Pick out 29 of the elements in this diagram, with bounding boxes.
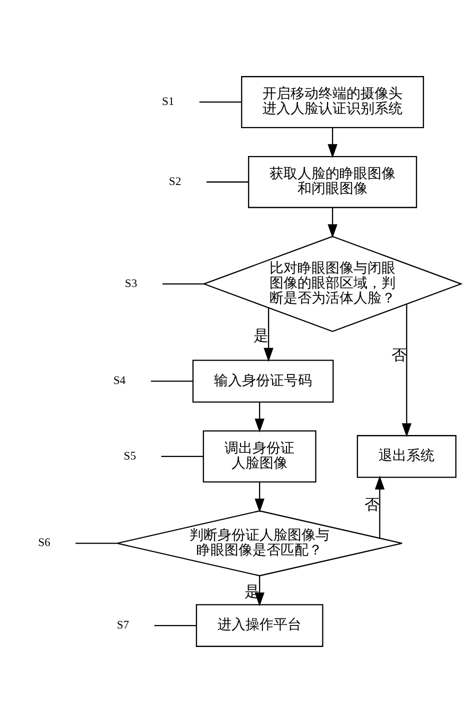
- connector: [76, 542, 117, 544]
- node-text: S5: [124, 448, 136, 462]
- node-text: S4: [113, 374, 126, 387]
- connector: [150, 380, 193, 382]
- node-text: S3: [124, 276, 138, 290]
- arrow: [402, 304, 412, 437]
- connector: [199, 101, 242, 102]
- node-box: 进入操作平台: [196, 604, 324, 646]
- node-text: S1: [162, 94, 174, 108]
- node-text: S2: [168, 174, 182, 188]
- node-text: S7: [116, 618, 130, 631]
- node-box: 输入身份证号码: [192, 359, 334, 402]
- node-text: S6: [38, 536, 50, 549]
- node-box: 调出身份证人脸图像: [202, 430, 316, 482]
- connector: [154, 624, 196, 626]
- arrow: [328, 127, 338, 158]
- arrow: [328, 207, 338, 238]
- node-box: 获取人脸的睁眼图像和闭眼图像: [248, 155, 418, 208]
- arrow: [264, 307, 274, 362]
- node-box: 退出系统: [356, 434, 456, 478]
- arrow: [254, 402, 264, 432]
- arrow: [254, 482, 264, 512]
- connector: [206, 180, 249, 182]
- node-box: 开启移动终端的摄像头进入人脸认证识别系统: [241, 76, 424, 128]
- edge-label: 是: [244, 582, 260, 600]
- connector: [162, 282, 204, 284]
- connector: [161, 455, 204, 457]
- arrow: [254, 575, 264, 606]
- arrow: [374, 475, 385, 538]
